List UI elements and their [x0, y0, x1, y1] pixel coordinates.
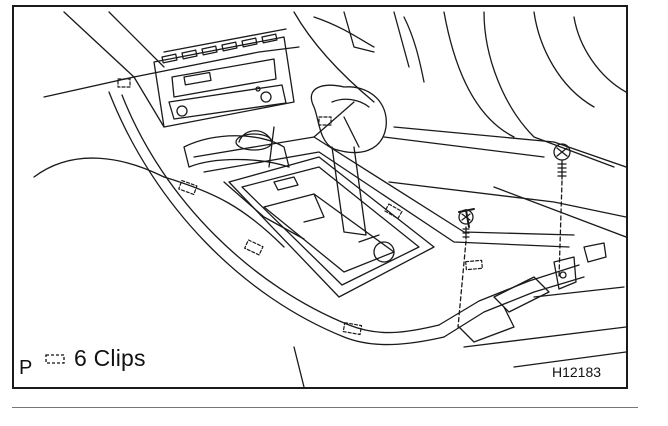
screw-left [457, 208, 475, 328]
clip-marker [244, 239, 264, 256]
legend: 6 Clips [44, 345, 146, 372]
clip-marker [384, 203, 403, 220]
figure-code: H12183 [552, 364, 602, 380]
dashboard-lines [33, 11, 300, 248]
shift-lever [310, 84, 387, 236]
audio-panel [153, 28, 295, 128]
diagram-frame: 6 Clips P H12183 [12, 5, 628, 389]
clip-symbol-icon [45, 353, 65, 364]
clip-markers [117, 78, 483, 336]
floor-lines [268, 126, 626, 387]
clip-marker [342, 322, 363, 336]
seat-and-door [293, 11, 626, 298]
page-divider [12, 407, 638, 408]
screw-right [553, 143, 571, 278]
shift-gate [228, 156, 435, 298]
console-drawing [33, 11, 626, 387]
corner-letter: P [19, 357, 33, 379]
legend-clips-label: 6 Clips [74, 345, 146, 371]
clip-marker [465, 259, 483, 271]
clip-marker [117, 78, 131, 88]
clip-marker [318, 116, 332, 126]
clip-marker [178, 179, 198, 196]
console-bracket [458, 242, 607, 343]
